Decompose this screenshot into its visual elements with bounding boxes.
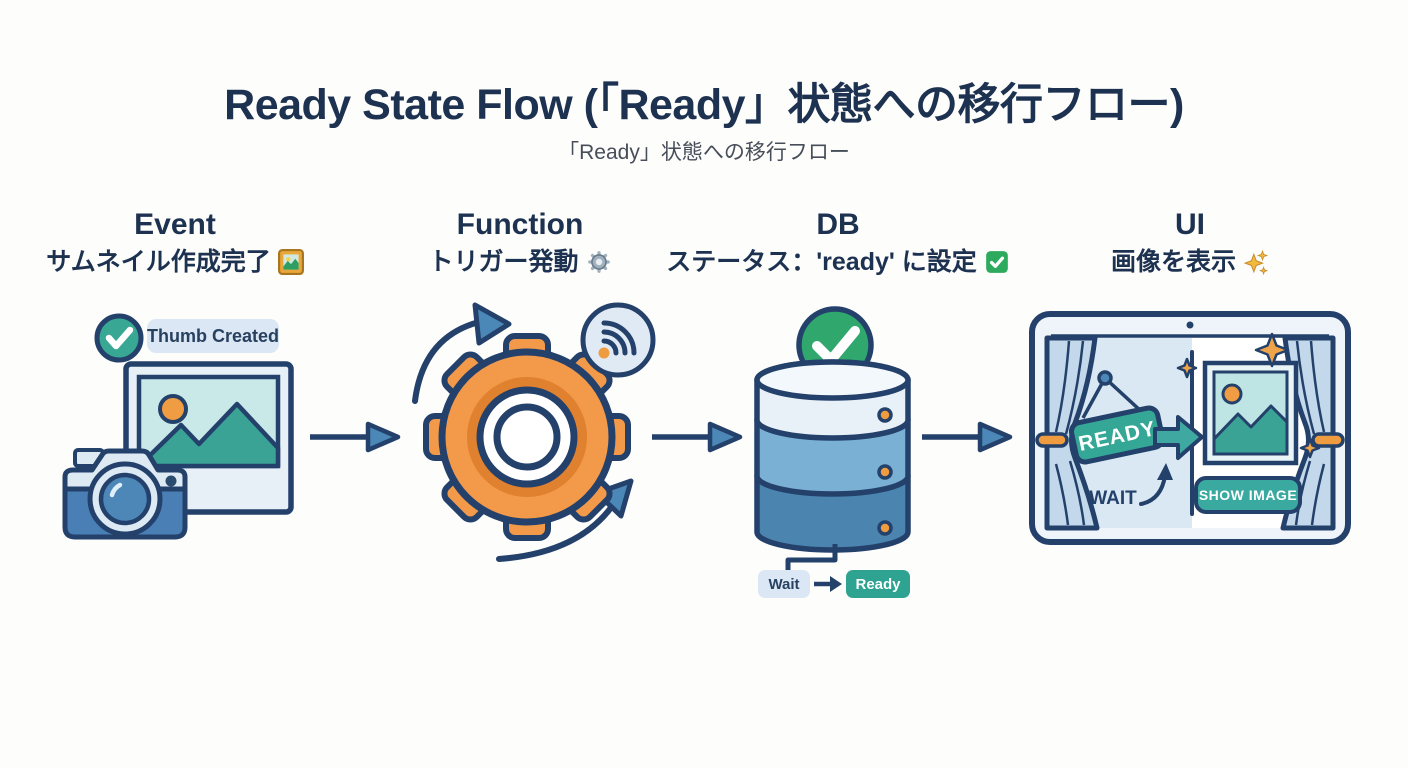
rotation-arrows-icon [412, 302, 634, 562]
show-image-button-label: SHOW IMAGE [1199, 487, 1297, 503]
column-caption-db: ステータス：'ready' に設定 [643, 247, 1033, 277]
wait-to-ready-arrow-icon [1139, 463, 1173, 506]
function-illustration [412, 302, 656, 562]
state-transition-arrow-icon [814, 576, 842, 592]
page-title: Ready State Flow (「Ready」状態への移行フロー) [224, 81, 1184, 129]
column-title-ui: UI [1175, 208, 1205, 241]
show-arrow-icon [1153, 415, 1204, 460]
column-caption-text: 画像を表示 [1110, 248, 1236, 276]
column-caption-text: サムネイル作成完了 [46, 248, 271, 276]
thumb-created-label: Thumb Created [147, 326, 279, 346]
sparkle-icons [1176, 332, 1321, 459]
image-thumbnail-icon [1202, 360, 1299, 466]
signal-icon [580, 302, 656, 378]
ui-illustration: READY WAIT SHOW IMAGE [1029, 311, 1351, 545]
flow-arrow-2 [652, 421, 743, 453]
column-title-db: DB [816, 208, 860, 241]
column-header-ui: UI 画像を表示 [1015, 208, 1365, 277]
check-mark-button-icon [985, 251, 1008, 273]
gear-emoji-icon [587, 251, 610, 273]
column-header-db: DB ステータス：'ready' に設定 [643, 208, 1033, 277]
column-caption-ui: 画像を表示 [1015, 247, 1365, 277]
flow-arrow-1 [310, 421, 401, 453]
flow-arrow-3 [922, 421, 1013, 453]
column-title-function: Function [456, 208, 584, 241]
sign-hook-dot [1097, 370, 1113, 386]
db-connector-line [785, 544, 838, 574]
wait-label: WAIT [1089, 488, 1137, 509]
camera-icon [62, 448, 188, 540]
event-illustration: Thumb Created [62, 313, 294, 540]
check-badge-icon [94, 313, 144, 363]
column-caption-function: トリガー発動 [355, 247, 685, 277]
db-state-ready-badge: Ready [846, 570, 910, 598]
column-caption-text: ステータス：'ready' に設定 [666, 248, 977, 276]
db-state-wait-badge: Wait [758, 570, 810, 598]
picture-frame-icon [123, 361, 294, 515]
column-caption-event: サムネイル作成完了 [10, 247, 340, 277]
column-header-function: Function トリガー発動 [355, 208, 685, 277]
thumb-created-badge: Thumb Created [147, 319, 279, 353]
database-icon [754, 359, 911, 553]
screen-camera-dot [1186, 321, 1194, 329]
gear-icon [423, 333, 631, 541]
show-image-button: SHOW IMAGE [1194, 476, 1302, 514]
column-header-event: Event サムネイル作成完了 [10, 208, 340, 277]
column-caption-text: トリガー発動 [428, 248, 579, 276]
column-title-event: Event [134, 208, 216, 241]
page-subtitle: 「Ready」状態への移行フロー [558, 141, 850, 164]
ready-sign: READY [1068, 370, 1166, 465]
db-illustration [754, 306, 911, 553]
sparkles-icon [1243, 249, 1269, 275]
framed-picture-icon [277, 249, 304, 275]
